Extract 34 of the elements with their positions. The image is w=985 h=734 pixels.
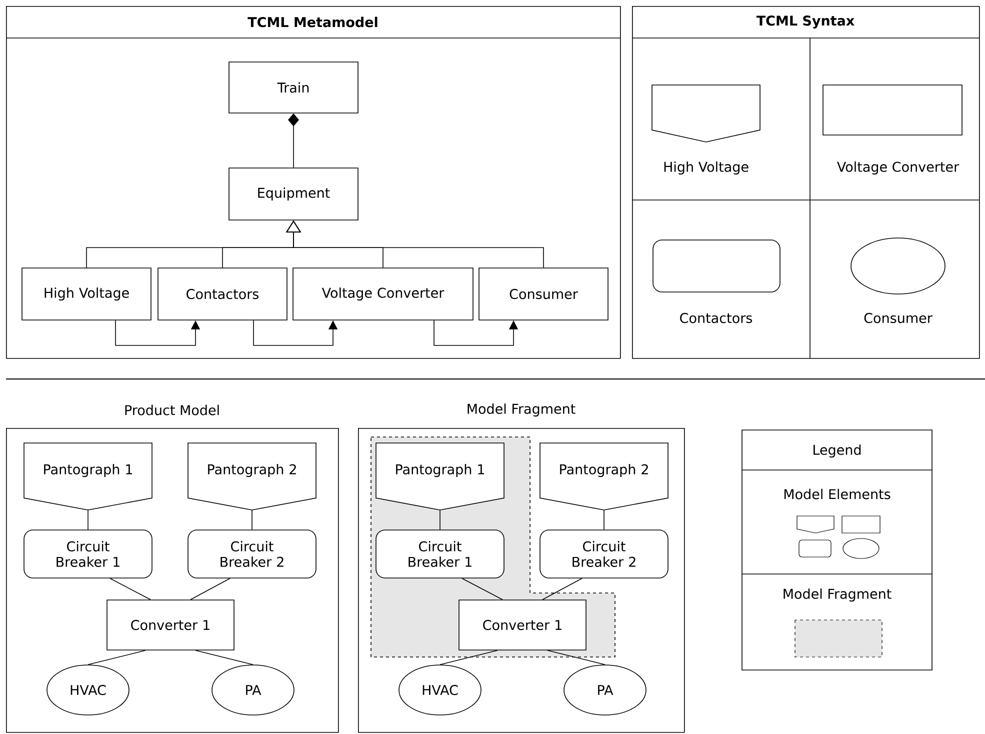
connector [190,578,230,600]
high-voltage-box: Pantograph 1 [24,442,152,510]
high-voltage-symbol [652,84,760,142]
consumer-symbol [850,238,946,294]
legend-text: Model Elements [784,488,890,500]
converter-symbol [822,84,962,136]
node-label: Product Model [125,404,219,416]
legend-text: Model Fragment [784,588,892,602]
converter-box: Converter 1 [458,600,586,650]
symbol-caption: High Voltage [664,161,748,175]
contactor-symbol [652,240,780,292]
contactor-box: Circuit Breaker 1 [24,530,152,578]
symbol-caption: Consumer [864,312,932,324]
class-box: High Voltage [22,268,152,320]
connector [110,578,151,600]
class-box: Equipment [228,168,358,220]
high-voltage-box: Pantograph 1 [376,442,504,510]
connector [195,650,254,665]
node-label: Model Fragment [468,403,576,417]
contactor-box: Circuit Breaker 2 [188,530,316,578]
converter-box: Voltage Converter [292,268,474,320]
legend-title: Legend [814,444,861,458]
contactor-box: Circuit Breaker 1 [376,530,504,578]
symbol-caption: Voltage Converter [837,161,960,175]
class-box: Train [228,62,358,114]
class-box: Contactors [158,268,288,320]
contactor-box: Circuit Breaker 2 [540,530,668,578]
class-box: Consumer [478,268,608,320]
high-voltage-box: Pantograph 2 [188,442,316,510]
connector [462,578,503,600]
connector [88,650,146,665]
high-voltage-box: Pantograph 2 [540,442,668,510]
converter-box: Converter 1 [106,600,234,650]
symbol-caption: Contactors [680,312,752,324]
